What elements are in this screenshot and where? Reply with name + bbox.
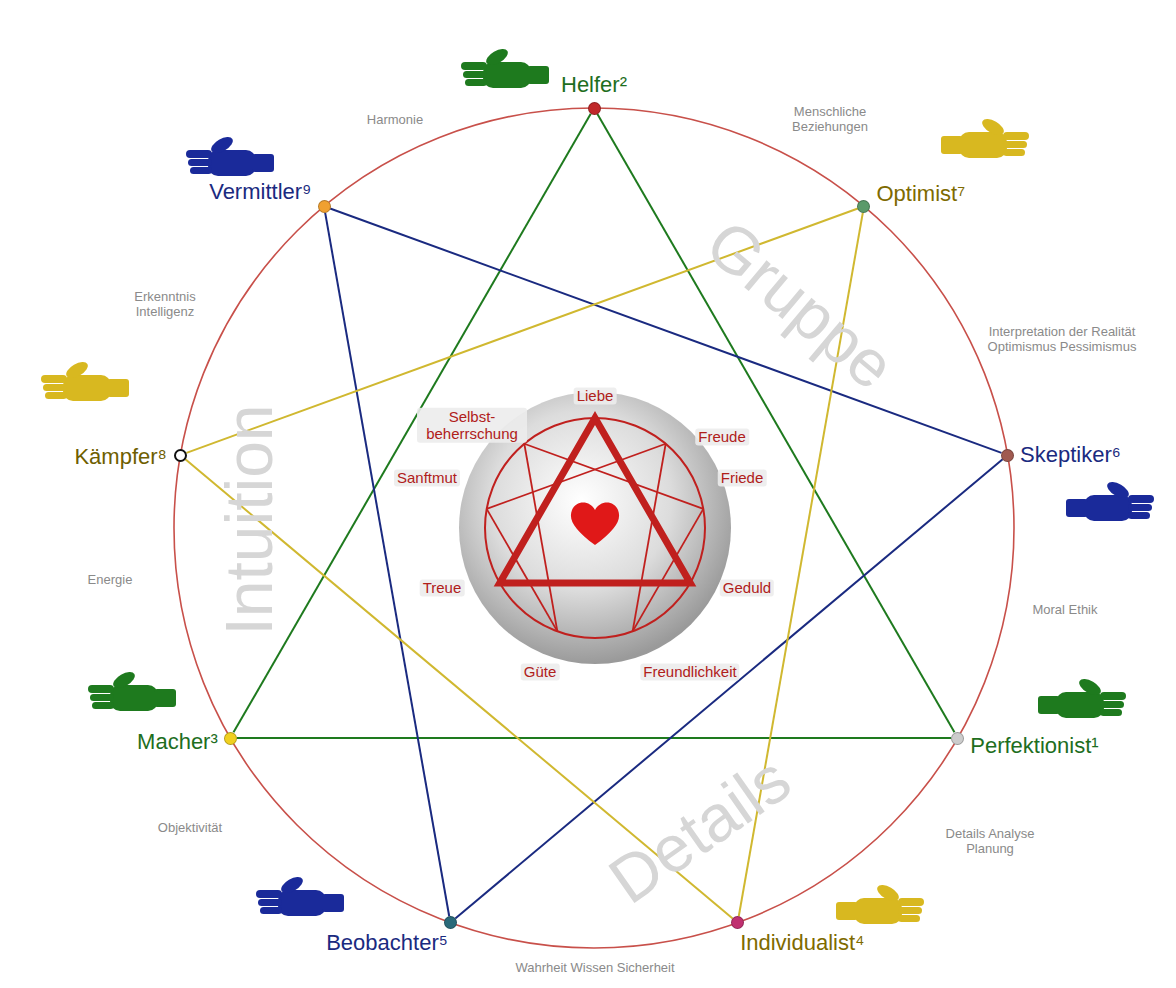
connector-line: [330, 208, 1001, 452]
connector-line: [597, 114, 954, 733]
heart-symbol: [571, 503, 619, 546]
theme-note: Details Analyse Planung: [940, 827, 1040, 857]
type-label: Helfer²: [561, 73, 627, 97]
inner-triangle: [500, 418, 691, 583]
hand-icon: [1038, 676, 1126, 718]
hand-icon: [461, 46, 549, 88]
watermark-text: Intuition: [212, 404, 288, 635]
connector-line: [234, 114, 591, 733]
type-label: Vermittler⁹: [209, 180, 311, 204]
type-point: Beobachter⁵: [444, 916, 457, 929]
virtue-label: Geduld: [720, 579, 774, 596]
connector-line: [237, 738, 951, 739]
outer-circle: [174, 108, 1014, 948]
type-label: Beobachter⁵: [326, 931, 448, 955]
hand-icon: [41, 359, 129, 401]
type-point: Perfektionist¹: [951, 732, 964, 745]
theme-note: Wahrheit Wissen Sicherheit: [475, 961, 715, 976]
type-point: Individualist⁴: [731, 916, 744, 929]
virtue-label: Freude: [695, 428, 749, 445]
type-point: Helfer²: [588, 102, 601, 115]
type-label: Optimist⁷: [876, 182, 965, 206]
virtue-label: Freundlichkeit: [640, 663, 739, 680]
connector-stroke: [330, 208, 1001, 452]
virtue-label: Güte: [521, 663, 560, 680]
theme-note: Moral Ethik: [1020, 603, 1110, 618]
inner-star-line: [487, 509, 558, 631]
virtue-label: Liebe: [574, 387, 617, 404]
virtue-label: Sanftmut: [394, 469, 460, 486]
type-point: Skeptiker⁶: [1001, 449, 1014, 462]
type-point: Macher³: [224, 732, 237, 745]
hand-icon: [941, 116, 1029, 158]
connector-stroke: [597, 114, 954, 733]
type-label: Kämpfer⁸: [74, 445, 166, 469]
connector-stroke: [455, 459, 1002, 918]
hand-icon: [256, 874, 344, 916]
theme-note: Erkenntnis Intelligenz: [115, 290, 215, 320]
theme-note: Objektivität: [135, 821, 245, 836]
virtue-label: Friede: [718, 469, 767, 486]
hand-icon: [88, 669, 176, 711]
inner-star-line: [633, 509, 704, 631]
hand-icon: [1066, 479, 1154, 521]
virtue-label: Selbst- beherrschung: [417, 408, 527, 443]
type-point: Vermittler⁹: [318, 200, 331, 213]
hand-icon: [186, 134, 274, 176]
connector-stroke: [325, 213, 449, 917]
virtue-label: Treue: [420, 579, 465, 596]
type-label: Individualist⁴: [740, 931, 864, 955]
connector-stroke: [234, 114, 591, 733]
type-label: Skeptiker⁶: [1020, 443, 1121, 467]
connector-line: [325, 213, 449, 917]
inner-circle: [485, 418, 705, 638]
type-label: Perfektionist¹: [970, 734, 1098, 758]
theme-note: Menschliche Beziehungen: [760, 105, 900, 135]
theme-note: Interpretation der Realität Optimismus P…: [987, 325, 1137, 355]
theme-note: Energie: [65, 573, 155, 588]
type-point: Kämpfer⁸: [174, 449, 187, 462]
theme-note: Harmonie: [340, 113, 450, 128]
hand-icon: [836, 882, 924, 924]
watermark-text: Gruppe: [691, 205, 908, 405]
connector-stroke: [237, 737, 951, 739]
type-label: Macher³: [137, 730, 218, 754]
connector-line: [455, 459, 1002, 918]
